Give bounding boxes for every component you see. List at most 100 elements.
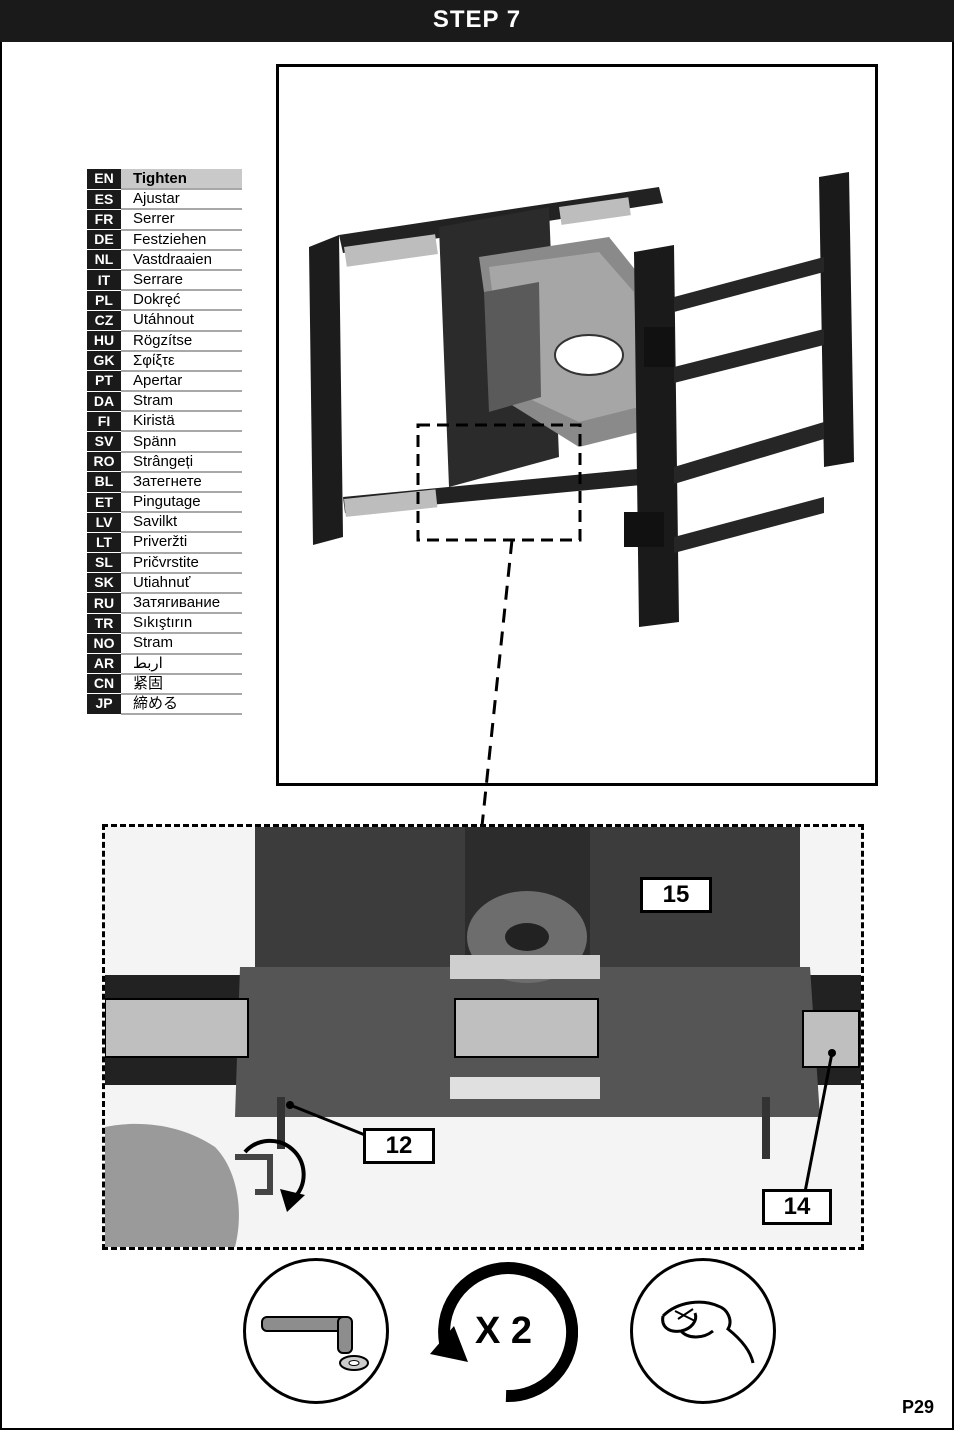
language-word: Stram bbox=[121, 391, 242, 413]
language-code: DE bbox=[87, 229, 121, 251]
language-code: GK bbox=[87, 350, 121, 372]
language-word: Utiahnuť bbox=[121, 572, 242, 594]
language-word: Затегнете bbox=[121, 471, 242, 494]
language-code: AR bbox=[87, 653, 121, 675]
language-code: JP bbox=[87, 693, 121, 715]
page-number: P29 bbox=[901, 1397, 934, 1417]
language-code: IT bbox=[87, 269, 121, 291]
language-code: BL bbox=[87, 471, 121, 493]
language-word: Sıkıştırın bbox=[121, 613, 242, 635]
callout-15-label: 15 bbox=[662, 881, 690, 908]
language-word: Tighten bbox=[121, 169, 242, 191]
language-word: Dokręć bbox=[121, 290, 242, 312]
language-word: Festziehen bbox=[121, 229, 242, 251]
language-code: HU bbox=[87, 330, 121, 352]
language-word: Priveržti bbox=[121, 532, 242, 554]
language-code: DA bbox=[87, 391, 121, 412]
step-title: STEP 7 bbox=[432, 6, 522, 33]
language-word: Strângeți bbox=[121, 451, 242, 473]
tv-mount-drawing bbox=[309, 172, 854, 627]
language-code: SV bbox=[87, 431, 121, 453]
language-code: RO bbox=[87, 451, 121, 473]
callout-14-label: 14 bbox=[783, 1193, 811, 1220]
language-word: Ajustar bbox=[121, 189, 242, 211]
language-code: SK bbox=[87, 572, 121, 594]
language-code: FR bbox=[87, 209, 121, 231]
language-word: Vastdraaien bbox=[121, 249, 242, 271]
language-word: Serrer bbox=[121, 209, 242, 231]
language-word: 紧固 bbox=[121, 673, 242, 695]
hand-tighten-icon bbox=[630, 1258, 776, 1404]
language-word: Spänn bbox=[121, 431, 242, 453]
repeat-arrow-icon bbox=[430, 1262, 578, 1403]
allen-key-icon bbox=[243, 1258, 389, 1404]
language-word: Apertar bbox=[121, 370, 242, 393]
language-word: 締める bbox=[121, 693, 242, 716]
language-word: Pingutage bbox=[121, 492, 242, 514]
language-word: Savilkt bbox=[121, 512, 242, 534]
language-word: Rögzítse bbox=[121, 330, 242, 352]
language-code: EN bbox=[87, 169, 121, 190]
language-word: Stram bbox=[121, 633, 242, 655]
language-code: ET bbox=[87, 492, 121, 513]
language-code: LV bbox=[87, 512, 121, 533]
repeat-count-label: X 2 bbox=[475, 1310, 533, 1352]
language-word: اربط bbox=[121, 653, 242, 675]
language-word: Σφίξτε bbox=[121, 350, 242, 372]
language-code: CZ bbox=[87, 310, 121, 332]
language-code: FI bbox=[87, 411, 121, 432]
language-word: Kiristä bbox=[121, 411, 242, 433]
callout-12-label: 12 bbox=[385, 1132, 413, 1159]
language-code: RU bbox=[87, 592, 121, 614]
language-code: CN bbox=[87, 673, 121, 695]
language-word: Pričvrstite bbox=[121, 552, 242, 574]
language-code: SL bbox=[87, 552, 121, 574]
language-code: TR bbox=[87, 613, 121, 634]
language-word: Utáhnout bbox=[121, 310, 242, 332]
language-word: Затягивание bbox=[121, 592, 242, 615]
language-code: LT bbox=[87, 532, 121, 554]
language-code: PL bbox=[87, 290, 121, 311]
language-code: PT bbox=[87, 370, 121, 392]
language-code: NO bbox=[87, 633, 121, 655]
callout-part-12: 12 bbox=[363, 1128, 435, 1164]
language-code: NL bbox=[87, 249, 121, 271]
callout-part-14: 14 bbox=[762, 1189, 832, 1225]
step-header: STEP 7 bbox=[0, 0, 954, 42]
callout-part-15: 15 bbox=[640, 877, 712, 913]
language-code: ES bbox=[87, 189, 121, 210]
detail-view bbox=[102, 824, 864, 1250]
mount-illustration bbox=[276, 64, 878, 786]
language-word: Serrare bbox=[121, 269, 242, 292]
detail-drawing bbox=[105, 827, 861, 1247]
